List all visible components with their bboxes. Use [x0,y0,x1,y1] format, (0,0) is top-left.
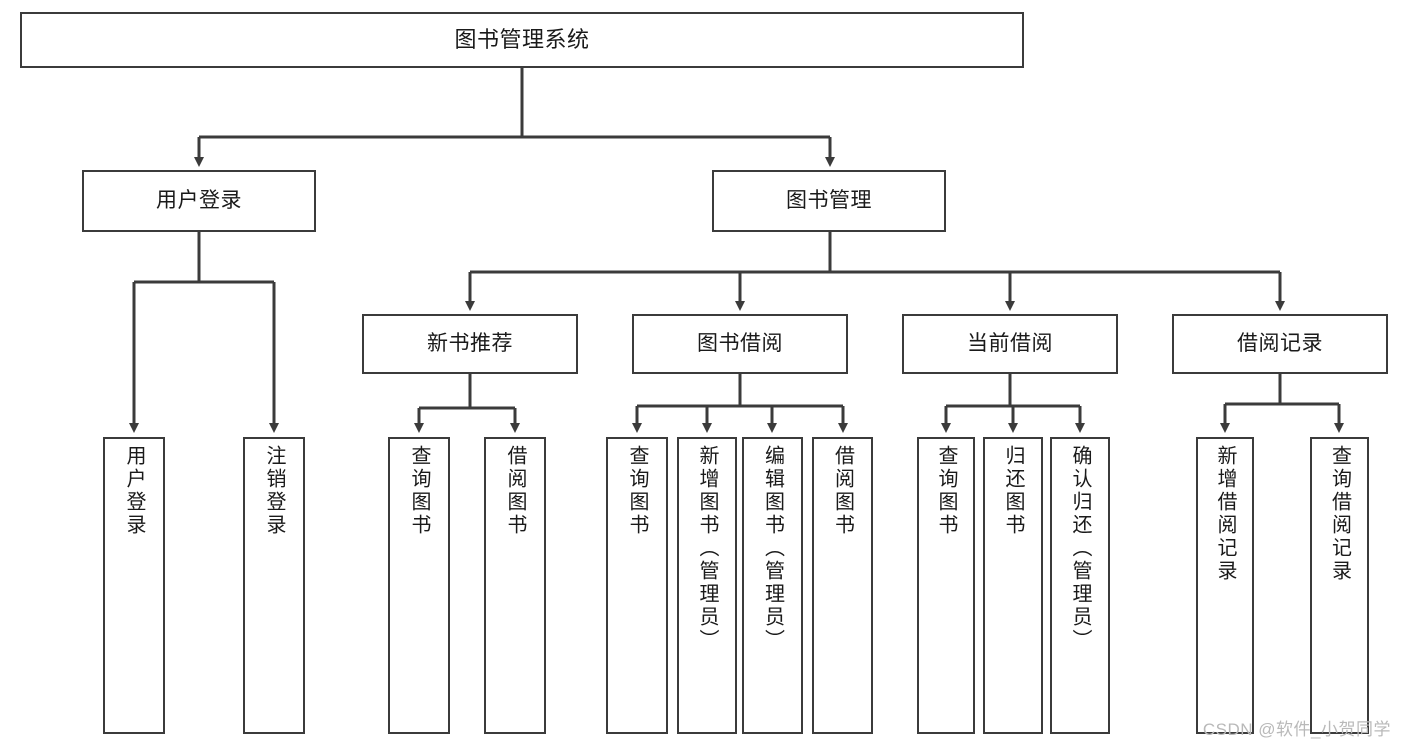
node-label: 注销登录 [263,445,285,537]
leaf-user-login[interactable]: 用户登录 [103,437,165,734]
node-label: 查询图书 [626,445,648,537]
leaf-borrow-book[interactable]: 借阅图书 [812,437,873,734]
node-label: 查询图书 [408,445,430,537]
leaf-query-book-recommend[interactable]: 查询图书 [388,437,450,734]
leaf-borrow-book-recommend[interactable]: 借阅图书 [484,437,546,734]
node-label: 确认归还（管理员） [1069,445,1091,652]
node-label: 借阅图书 [504,445,526,537]
node-new-book-recommend[interactable]: 新书推荐 [362,314,578,374]
node-label: 当前借阅 [967,331,1053,355]
node-borrow-record[interactable]: 借阅记录 [1172,314,1388,374]
node-label: 查询借阅记录 [1328,445,1351,583]
leaf-add-book-admin[interactable]: 新增图书（管理员） [677,437,737,734]
leaf-confirm-return-admin[interactable]: 确认归还（管理员） [1050,437,1110,734]
node-label: 新增图书（管理员） [696,445,718,652]
leaf-query-book-borrow[interactable]: 查询图书 [606,437,668,734]
node-label: 借阅图书 [831,445,854,537]
node-book-borrow[interactable]: 图书借阅 [632,314,848,374]
leaf-query-borrow-record[interactable]: 查询借阅记录 [1310,437,1369,734]
leaf-return-book[interactable]: 归还图书 [983,437,1043,734]
node-root[interactable]: 图书管理系统 [20,12,1024,68]
node-book-management[interactable]: 图书管理 [712,170,946,232]
leaf-query-book-current[interactable]: 查询图书 [917,437,975,734]
node-label: 查询图书 [935,445,957,537]
watermark: CSDN @软件_小贺同学 [1202,720,1391,739]
node-label: 图书借阅 [697,331,783,355]
node-label: 编辑图书（管理员） [761,445,784,652]
node-label: 归还图书 [1002,445,1024,537]
node-user-login[interactable]: 用户登录 [82,170,316,232]
node-label: 用户登录 [156,188,242,212]
node-label: 用户登录 [123,445,145,537]
node-label: 图书管理 [786,188,872,212]
node-label: 借阅记录 [1237,331,1323,355]
node-label: 新增借阅记录 [1214,445,1236,583]
leaf-edit-book-admin[interactable]: 编辑图书（管理员） [742,437,803,734]
node-current-borrow[interactable]: 当前借阅 [902,314,1118,374]
leaf-add-borrow-record[interactable]: 新增借阅记录 [1196,437,1254,734]
leaf-user-logout[interactable]: 注销登录 [243,437,305,734]
node-label: 新书推荐 [427,331,513,355]
node-label: 图书管理系统 [454,27,590,53]
